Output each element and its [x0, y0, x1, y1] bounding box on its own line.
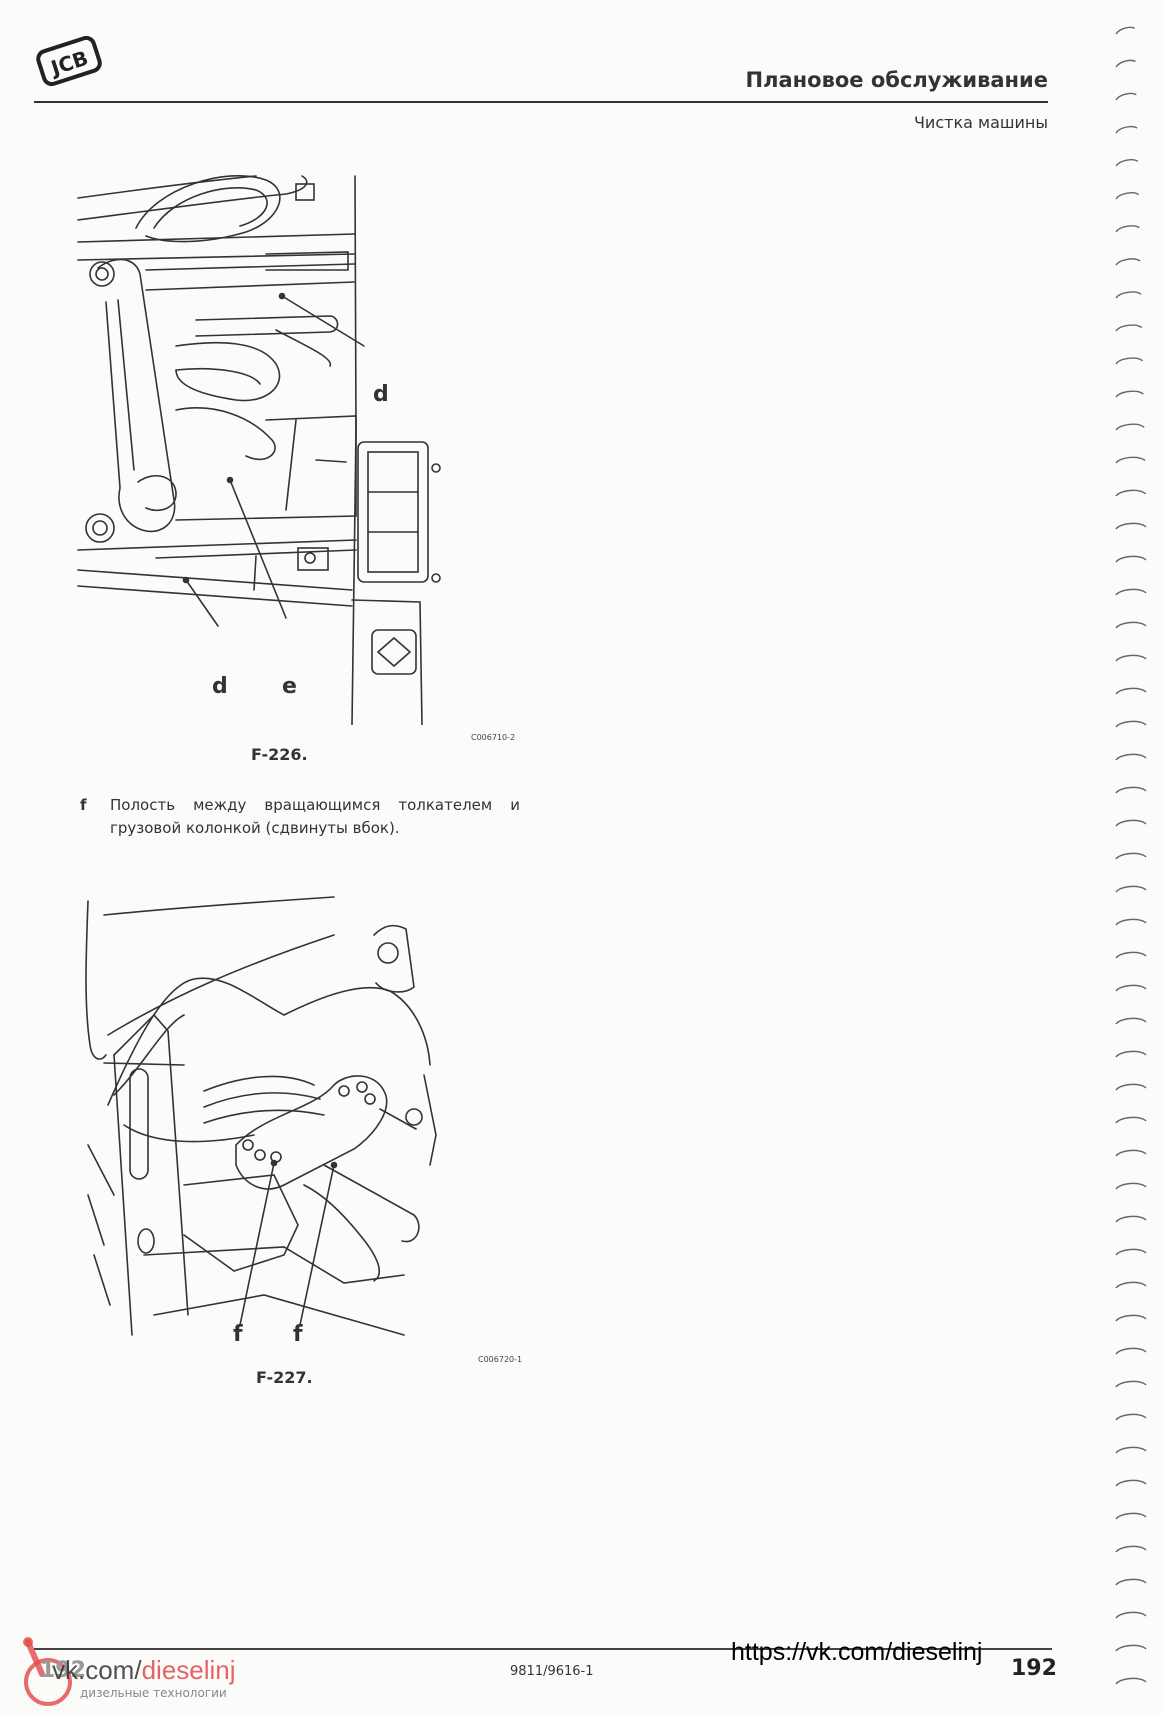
binding-hook: [1115, 357, 1144, 365]
binding-hook: [1115, 59, 1136, 68]
binding-hook: [1115, 1479, 1147, 1487]
binding-hook: [1115, 92, 1137, 101]
item-label: f: [80, 796, 87, 814]
binding-hook: [1115, 324, 1143, 332]
binding-hook: [1115, 1578, 1147, 1586]
binding-hook: [1115, 1677, 1147, 1685]
binding-hook: [1115, 489, 1147, 497]
binding-hook: [1115, 1380, 1147, 1388]
binding-hook: [1115, 1017, 1147, 1025]
binding-hook: [1115, 720, 1147, 728]
binding-hook: [1115, 1281, 1147, 1289]
binding-hook: [1115, 852, 1147, 860]
binding-hook: [1115, 621, 1147, 629]
binding-holes-decoration: [1115, 26, 1147, 1685]
figure-caption: F-227.: [256, 1368, 313, 1387]
binding-hook: [1115, 225, 1140, 233]
figure-code: C006710-2: [471, 733, 516, 742]
binding-hook: [1115, 1545, 1147, 1553]
binding-hook: [1115, 1314, 1147, 1322]
binding-hook: [1115, 555, 1147, 563]
watermark-name: dieselinj: [141, 1655, 236, 1685]
binding-hook: [1115, 456, 1146, 464]
binding-hook: [1115, 423, 1145, 431]
binding-hook: [1115, 951, 1147, 959]
instruction-paragraph: f Полость между вращающимся толкателем и…: [80, 794, 520, 840]
binding-hook: [1115, 885, 1147, 893]
binding-hook: [1115, 1215, 1147, 1223]
callout-label: f: [293, 1322, 303, 1347]
binding-hook: [1115, 786, 1147, 794]
binding-hook: [1115, 390, 1144, 398]
binding-hook: [1115, 159, 1139, 167]
binding-hook: [1115, 258, 1141, 266]
binding-hook: [1115, 522, 1147, 530]
binding-hook: [1115, 918, 1147, 926]
page-number: 192: [1011, 1656, 1057, 1681]
jcb-logo-icon: JCB: [36, 35, 102, 87]
binding-hook: [1115, 192, 1140, 200]
binding-hook: [1115, 654, 1147, 662]
header-divider: [34, 101, 1048, 103]
piston-watermark-icon: [23, 1637, 72, 1706]
callout-label: d: [373, 382, 389, 407]
watermark-site: vk.com/dieselinj: [52, 1655, 236, 1686]
binding-hook: [1115, 1611, 1147, 1619]
callout-label: d: [212, 674, 228, 699]
binding-hook: [1115, 26, 1136, 35]
document-number: 9811/9616-1: [510, 1664, 594, 1679]
watermark-number: 192: [40, 1658, 86, 1683]
watermark-prefix: vk.com/: [52, 1655, 142, 1685]
binding-hook: [1115, 1512, 1147, 1520]
binding-hook: [1115, 1413, 1147, 1421]
binding-hook: [1115, 1116, 1147, 1124]
binding-hook: [1115, 1248, 1147, 1256]
binding-hook: [1115, 588, 1147, 596]
binding-hook: [1115, 1347, 1147, 1355]
callout-label: e: [282, 674, 297, 699]
watermark-subtitle: дизельные технологии: [80, 1686, 227, 1700]
binding-hook: [1115, 291, 1142, 299]
binding-hook: [1115, 984, 1147, 992]
figure-code: C006720-1: [478, 1355, 523, 1364]
binding-hook: [1115, 1149, 1147, 1157]
item-text: Полость между вращающимся толкателем и г…: [110, 796, 520, 837]
figure-f227-illustration: [85, 896, 437, 1336]
binding-hook: [1115, 1446, 1147, 1454]
figure-f226-illustration: [77, 175, 441, 725]
callout-label: f: [233, 1322, 243, 1347]
binding-hook: [1115, 1182, 1147, 1190]
page-title: Плановое обслуживание: [745, 68, 1048, 92]
binding-hook: [1115, 125, 1138, 134]
binding-hook: [1115, 1644, 1147, 1652]
section-subtitle: Чистка машины: [913, 113, 1048, 132]
binding-hook: [1115, 753, 1147, 761]
figure-caption: F-226.: [251, 745, 308, 764]
source-url-link[interactable]: https://vk.com/dieselinj: [731, 1638, 983, 1666]
footer-divider: [34, 1648, 1052, 1650]
binding-hook: [1115, 819, 1147, 827]
binding-hook: [1115, 687, 1147, 695]
binding-hook: [1115, 1083, 1147, 1091]
binding-hook: [1115, 1050, 1147, 1058]
